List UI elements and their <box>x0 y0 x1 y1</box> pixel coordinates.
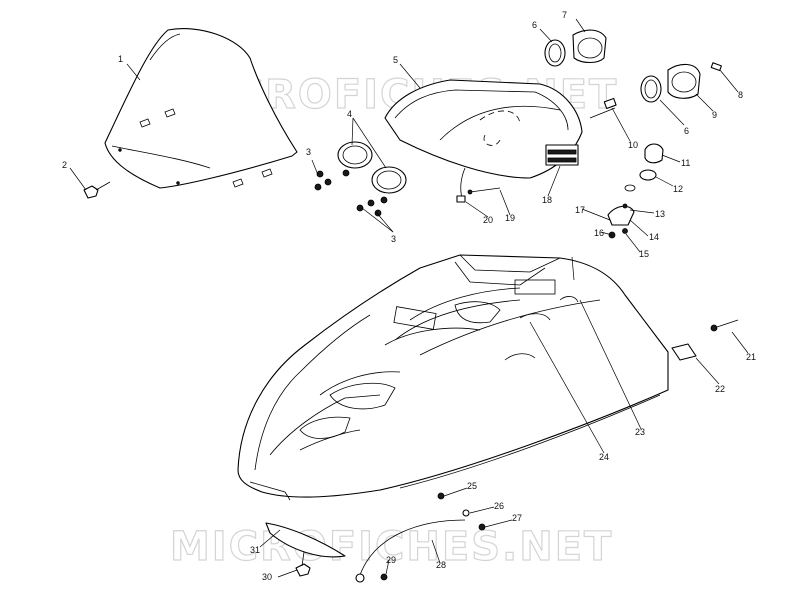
headlight-mount-nuts <box>314 169 388 217</box>
gauge-lower <box>640 63 701 103</box>
callout-20: 20 <box>483 215 493 225</box>
callout-17: 17 <box>575 205 585 215</box>
callout-12: 12 <box>673 184 683 194</box>
indicator-light <box>639 143 664 181</box>
callout-24: 24 <box>599 452 609 462</box>
callout-labels: 1 2 3 3 4 5 6 6 7 8 9 10 11 12 13 14 15 … <box>62 10 756 582</box>
callout-6b: 6 <box>684 126 689 136</box>
windshield-screw <box>83 181 111 199</box>
windshield <box>104 28 298 189</box>
callout-3a: 3 <box>306 147 311 157</box>
callout-1: 1 <box>118 54 123 64</box>
callout-26: 26 <box>494 501 504 511</box>
side-latch <box>671 319 739 361</box>
callout-4: 4 <box>347 109 352 119</box>
callout-19: 19 <box>505 213 515 223</box>
callout-18: 18 <box>542 195 552 205</box>
callout-11: 11 <box>681 158 690 168</box>
callout-28: 28 <box>436 560 446 570</box>
callout-30: 30 <box>262 572 272 582</box>
trim-panel <box>265 522 346 577</box>
mount-bracket <box>607 184 636 239</box>
callout-23: 23 <box>635 427 645 437</box>
callout-13: 13 <box>655 209 665 219</box>
callout-21: 21 <box>746 352 756 362</box>
callout-2: 2 <box>62 160 67 170</box>
gauge-upper <box>544 29 607 67</box>
callout-5: 5 <box>393 55 398 65</box>
gauge-bulb <box>710 62 722 72</box>
callout-29: 29 <box>386 555 396 565</box>
callout-8: 8 <box>738 90 743 100</box>
callout-6a: 6 <box>532 20 537 30</box>
callout-14: 14 <box>649 232 659 242</box>
callout-3b: 3 <box>391 234 396 244</box>
callout-15: 15 <box>639 249 649 259</box>
watermark-bottom: MICROFICHES.NET <box>170 524 613 570</box>
callout-16: 16 <box>594 228 604 238</box>
callout-9: 9 <box>712 110 717 120</box>
callout-27: 27 <box>512 513 522 523</box>
leader-lines <box>69 18 749 578</box>
callout-22: 22 <box>715 384 725 394</box>
switch-cable <box>589 97 617 119</box>
headlight-rings <box>337 141 407 194</box>
hood-cover <box>384 79 583 179</box>
decal-block <box>545 144 579 166</box>
main-hood <box>237 254 669 501</box>
callout-31: 31 <box>250 545 260 555</box>
wire-harness <box>456 167 501 203</box>
callout-10: 10 <box>628 140 638 150</box>
callout-25: 25 <box>467 481 477 491</box>
callout-7: 7 <box>562 10 567 20</box>
